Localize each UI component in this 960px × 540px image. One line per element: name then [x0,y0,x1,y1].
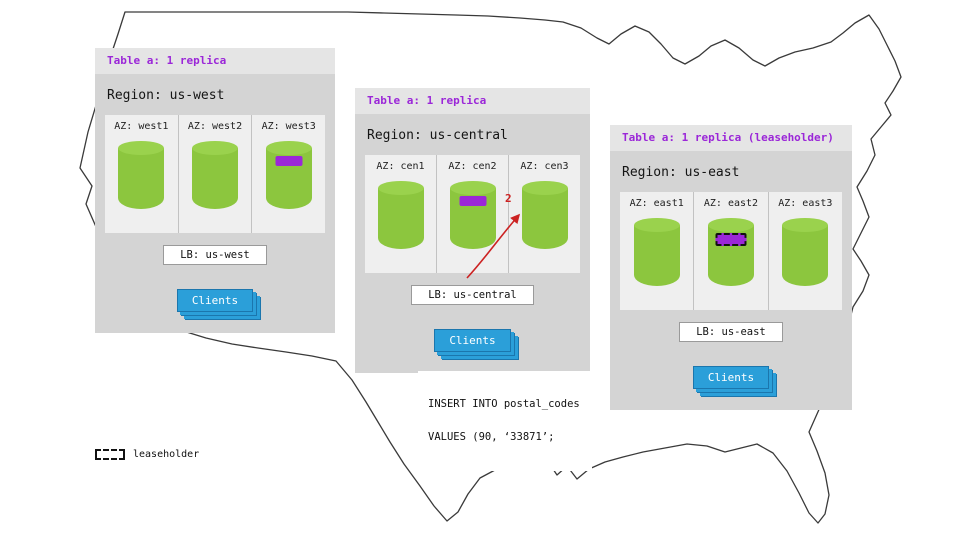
table-replica-label: Table a: 1 replica [95,48,335,74]
region-body: Region: us-central AZ: cen1 AZ: cen2 [355,114,590,373]
database-cylinder [449,181,496,249]
az-column: AZ: east1 [620,192,693,310]
sql-line-2: VALUES (90, ‘33871’; [428,431,555,444]
az-label: AZ: cen1 [376,161,425,172]
az-label: AZ: east2 [703,198,759,209]
az-label: AZ: cen3 [520,161,569,172]
cylinder-body [192,148,238,209]
az-box: AZ: east1 AZ: east2 AZ: east3 [620,192,842,310]
table-replica-label: Table a: 1 replica (leaseholder) [610,125,852,151]
az-column: AZ: west2 [177,115,252,233]
cylinder-top [707,218,754,232]
az-label: AZ: east1 [629,198,684,209]
cylinder-body [633,225,680,286]
leaseholder-swatch-icon [95,449,125,460]
replica-marker [275,156,303,166]
az-column: AZ: east2 [693,192,767,310]
cylinder-body [377,188,424,249]
az-box: AZ: west1 AZ: west2 AZ: west3 [105,115,325,233]
cylinder-body [782,225,829,286]
cylinder-body [118,148,165,209]
clients-button: Clients [692,366,770,389]
az-label: AZ: east3 [778,198,833,209]
cylinder-top [782,218,829,232]
region-panel-us-central: Table a: 1 replica Region: us-central AZ… [355,88,590,373]
replica-marker [459,196,486,206]
region-panel-us-west: Table a: 1 replica Region: us-west AZ: w… [95,48,335,333]
cylinder-body [521,188,568,249]
az-label: AZ: cen2 [448,161,497,172]
database-cylinder [118,141,165,209]
cylinder-top [265,141,312,155]
region-panel-us-east: Table a: 1 replica (leaseholder) Region:… [610,125,852,410]
database-cylinder [633,218,680,286]
az-column: AZ: cen1 [365,155,436,273]
az-column: AZ: east3 [767,192,842,310]
legend-label: leaseholder [133,449,200,460]
cylinder-top [192,141,238,155]
region-label: Region: us-central [367,128,508,143]
sql-line-1: INSERT INTO postal_codes [428,397,580,410]
load-balancer-box: LB: us-east [679,322,783,342]
leaseholder-legend: leaseholder [95,449,199,460]
region-body: Region: us-east AZ: east1 AZ: east2 [610,151,852,410]
region-label: Region: us-east [622,165,740,180]
clients-button: Clients [176,289,254,312]
az-column: AZ: west3 [251,115,325,233]
az-column: AZ: west1 [105,115,178,233]
arrow-step-number: 2 [505,192,512,205]
load-balancer-box: LB: us-west [163,245,267,265]
database-cylinder [707,218,754,286]
az-label: AZ: west1 [114,121,169,132]
cylinder-top [377,181,424,195]
sql-statement: INSERT INTO postal_codes VALUES (90, ‘33… [418,371,592,471]
leaseholder-marker [715,233,747,246]
database-cylinder [192,141,238,209]
database-cylinder [782,218,829,286]
database-cylinder [377,181,424,249]
database-cylinder [265,141,312,209]
table-replica-label: Table a: 1 replica [355,88,590,114]
cylinder-top [449,181,496,195]
cylinder-top [633,218,680,232]
region-label: Region: us-west [107,88,225,103]
az-column: AZ: cen2 [436,155,508,273]
cylinder-top [118,141,165,155]
region-body: Region: us-west AZ: west1 AZ: west2 [95,74,335,333]
clients-button: Clients [434,329,511,352]
az-label: AZ: west3 [261,121,316,132]
load-balancer-box: LB: us-central [411,285,534,305]
az-box: AZ: cen1 AZ: cen2 AZ: cen3 [365,155,580,273]
database-cylinder [521,181,568,249]
az-column: AZ: cen3 [508,155,580,273]
cylinder-top [521,181,568,195]
az-label: AZ: west2 [187,121,243,132]
